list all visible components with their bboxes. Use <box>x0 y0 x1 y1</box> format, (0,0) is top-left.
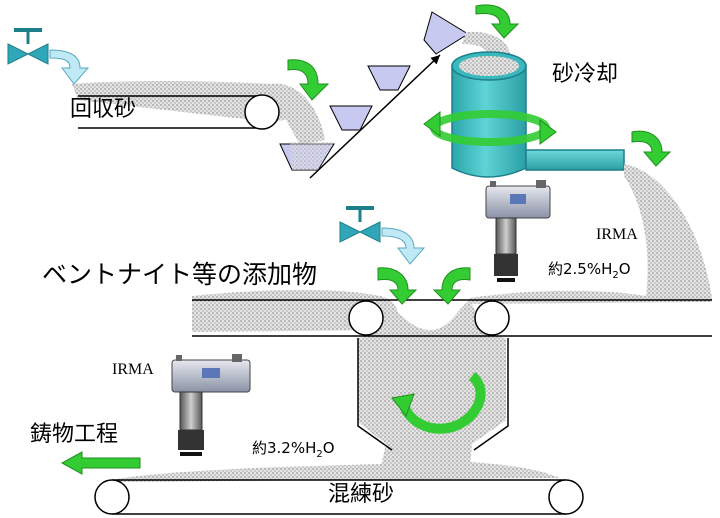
sand-fall-top <box>270 83 325 145</box>
valve-icon <box>339 206 381 243</box>
sand-stream-top <box>462 31 510 58</box>
rotation-arrow-icon <box>432 267 471 305</box>
conveyor-roller <box>474 300 510 336</box>
moisture-reading-top: 約2.5%H2O <box>548 260 631 281</box>
moisture-reading-bottom: 約3.2%H2O <box>252 439 335 460</box>
irma-label-bottom: IRMA <box>112 361 154 378</box>
recovered-sand-conveyor <box>72 81 325 145</box>
recovered-sand-label: 回収砂 <box>70 97 137 122</box>
mixed-sand-label: 混練砂 <box>328 482 395 507</box>
sand-layer-top <box>72 81 295 122</box>
sand-cooling-drum <box>423 51 625 178</box>
conveyor-roller <box>94 479 130 515</box>
sand-layer-bottom <box>112 462 560 482</box>
mixer-sand <box>358 300 506 470</box>
rotation-arrow-icon <box>631 130 672 167</box>
conveyor-roller <box>348 300 384 336</box>
rotation-arrow-icon <box>377 267 418 305</box>
irma-label-top: IRMA <box>596 226 638 243</box>
output-arrow-icon <box>60 451 141 475</box>
additives-label: ベントナイト等の添加物 <box>42 260 318 289</box>
conveyor-roller <box>244 94 280 130</box>
mixer-wall-left <box>357 338 393 451</box>
casting-process-label: 鋳物工程 <box>30 422 119 447</box>
cooling-pipe <box>525 149 625 171</box>
flow-arrow-icon <box>381 227 426 265</box>
conveyor-roller <box>548 479 584 515</box>
rotation-arrow-icon <box>287 59 330 101</box>
mixer-wall-right <box>473 338 509 451</box>
rotation-arrow-icon <box>475 4 520 39</box>
rotation-arrow-icon <box>391 372 486 434</box>
sand-cooling-label: 砂冷却 <box>552 62 619 87</box>
sensor-icon <box>171 354 251 456</box>
valve-icon <box>7 28 49 65</box>
sand-pile-right <box>624 164 712 298</box>
sensor-icon <box>485 180 551 282</box>
bucket-elevator <box>279 11 469 179</box>
flow-arrow-icon <box>49 49 90 85</box>
